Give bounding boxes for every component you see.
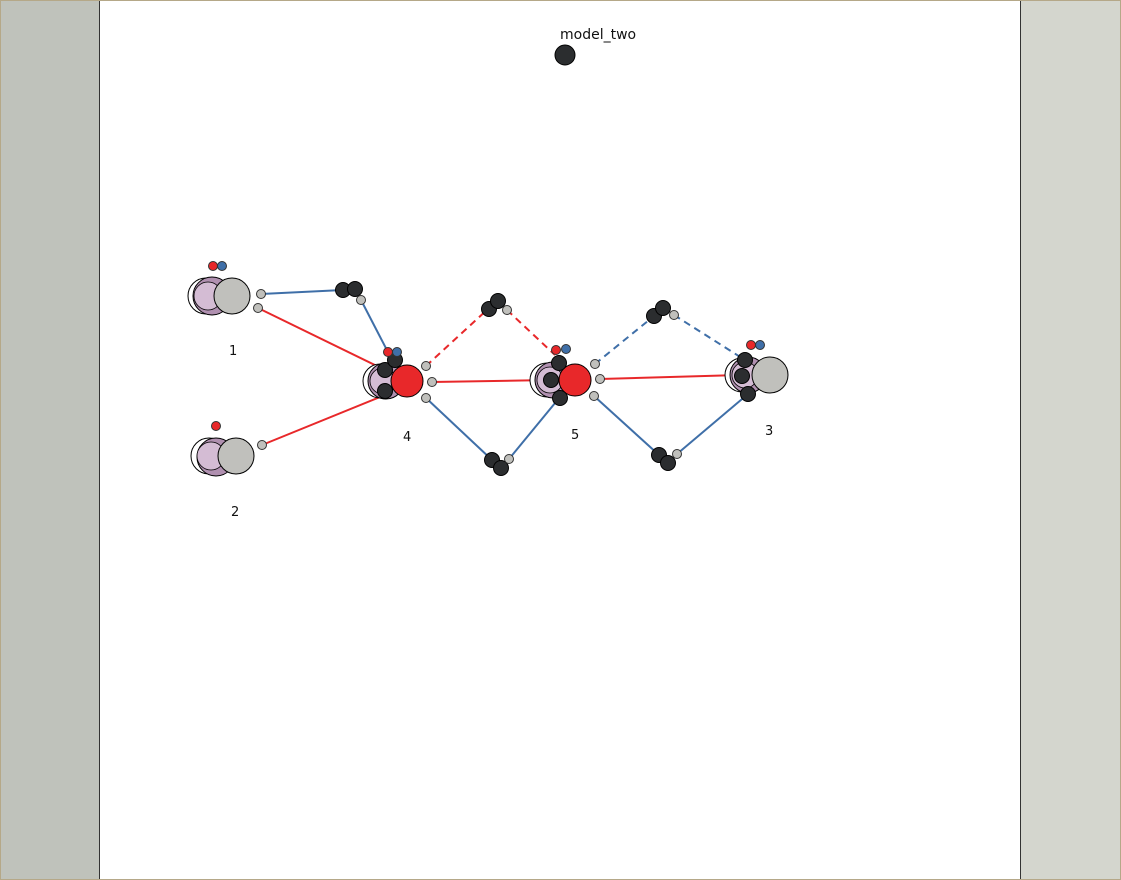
edge-link-d-to-3-dashed[interactable]: [673, 314, 746, 361]
edge-link-e-to-3[interactable]: [676, 393, 749, 455]
node-3-label: 3: [765, 424, 773, 439]
node-1[interactable]: 1: [187, 261, 266, 360]
model-root-node[interactable]: [554, 44, 576, 66]
right-side-panel: [1021, 1, 1120, 879]
edge-1-to-link-a[interactable]: [260, 289, 344, 295]
edge-4-to-link-b-dashed[interactable]: [425, 308, 489, 367]
node-3[interactable]: 3: [724, 340, 789, 440]
link-node-a[interactable]: [335, 281, 366, 305]
edge-link-c-to-5[interactable]: [508, 396, 561, 460]
edge-5-to-link-e[interactable]: [593, 395, 660, 456]
link-node-c[interactable]: [484, 452, 514, 476]
model-title: model_two: [560, 27, 636, 43]
edge-link-a-to-4[interactable]: [360, 299, 391, 357]
left-side-panel: [1, 1, 99, 879]
node-2-label: 2: [231, 505, 239, 520]
edge-1-to-4-red[interactable]: [257, 307, 386, 371]
link-node-e[interactable]: [651, 447, 682, 471]
edge-2-to-4-red[interactable]: [261, 394, 386, 446]
diagram-canvas[interactable]: [99, 1, 1021, 879]
edge-5-to-3-red[interactable]: [599, 374, 741, 380]
edge-5-to-link-d-dashed[interactable]: [594, 315, 655, 365]
link-node-d[interactable]: [646, 300, 679, 324]
edge-4-to-link-c[interactable]: [425, 397, 493, 461]
node-4-label: 4: [403, 430, 411, 445]
edges: [257, 289, 749, 461]
node-5[interactable]: 5: [529, 344, 605, 444]
node-4[interactable]: 4: [362, 347, 437, 446]
node-5-label: 5: [571, 428, 579, 443]
link-node-b[interactable]: [481, 293, 512, 317]
node-2[interactable]: 2: [190, 421, 267, 521]
edge-link-b-to-5-dashed[interactable]: [506, 309, 556, 356]
node-1-label: 1: [229, 344, 237, 359]
